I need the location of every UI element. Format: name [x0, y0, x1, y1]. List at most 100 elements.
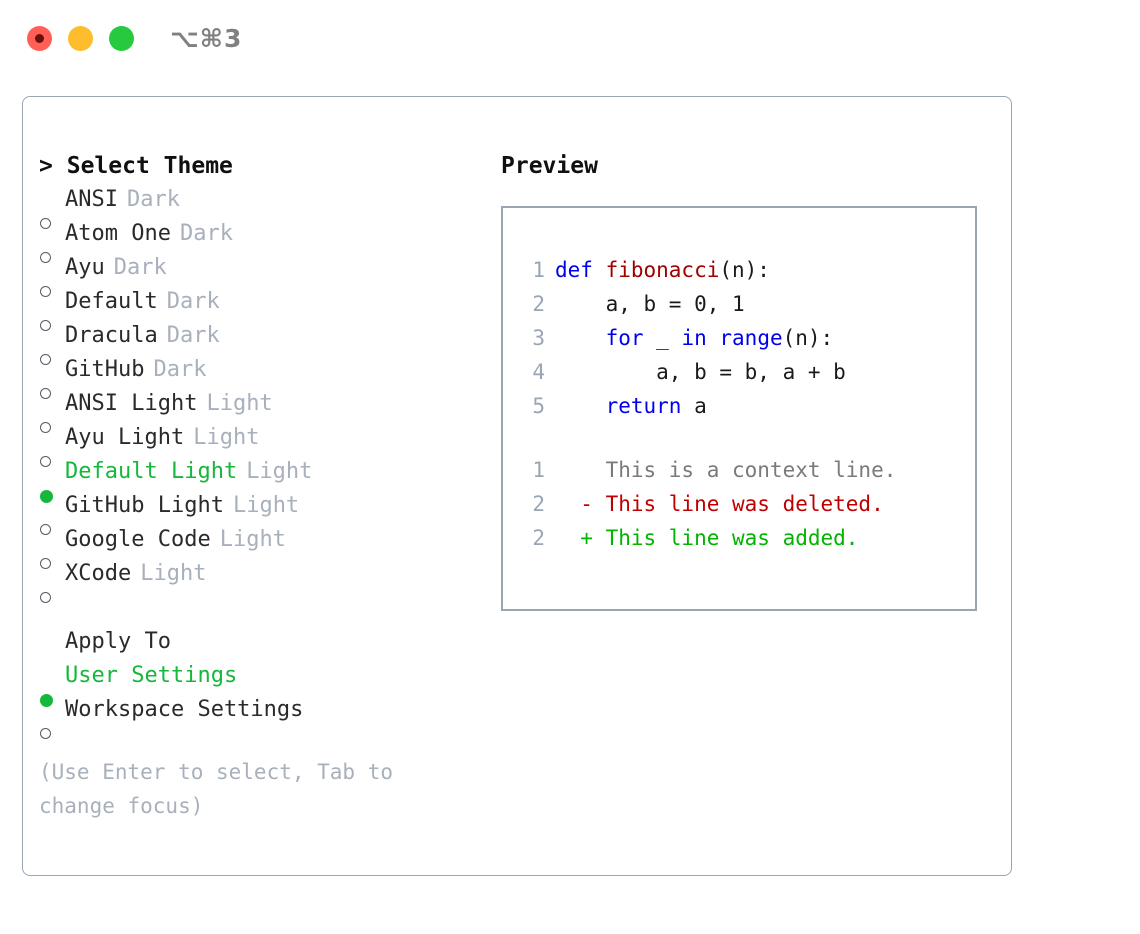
apply-to-list-item[interactable]: Workspace Settings [39, 693, 489, 739]
theme-mode-tag: Light [246, 459, 313, 484]
code-token: a [694, 394, 707, 418]
code-token: (n): [782, 326, 834, 350]
theme-name-label: Ayu Light [65, 425, 185, 450]
theme-name-label: Atom One [65, 221, 171, 246]
code-token: def [555, 258, 606, 282]
code-token [555, 326, 606, 350]
theme-mode-tag: Light [219, 527, 286, 552]
diff-line: 1 This is a context line. [515, 453, 967, 487]
window-title-shortcut: ⌥⌘3 [170, 24, 243, 53]
code-line: 4 a, b = b, a + b [515, 355, 967, 389]
theme-name-label: GitHub Light [65, 493, 224, 518]
select-theme-heading: > Select Theme [39, 149, 489, 183]
theme-list-item[interactable]: GitHub Dark [39, 353, 489, 399]
theme-mode-tag: Dark [113, 255, 167, 280]
radio-glyph [40, 218, 51, 229]
diff-line-number: 2 [532, 492, 545, 516]
apply-to-heading-label: Apply To [65, 629, 171, 654]
theme-mode-tag: Light [140, 561, 207, 586]
radio-glyph [40, 388, 51, 399]
select-theme-heading-label: Select Theme [66, 153, 233, 179]
apply-to-label: Workspace Settings [65, 697, 304, 722]
theme-list-item[interactable]: Dracula Dark [39, 319, 489, 365]
radio-glyph [40, 524, 51, 535]
code-line-number: 5 [532, 394, 545, 418]
list-gap [39, 591, 489, 625]
theme-mode-tag: Light [193, 425, 260, 450]
theme-name-label: Ayu [65, 255, 105, 280]
theme-mode-tag: Dark [166, 323, 220, 348]
theme-list-item[interactable]: Default Light Light [39, 455, 489, 503]
radio-glyph [40, 558, 51, 569]
radio-glyph [40, 422, 51, 433]
code-token: return [605, 394, 695, 418]
theme-name-label: Google Code [65, 527, 211, 552]
code-line-number: 1 [532, 258, 545, 282]
minimize-window-icon[interactable] [68, 26, 93, 51]
close-window-icon[interactable] [27, 26, 52, 51]
preview-heading: Preview [501, 153, 598, 179]
radio-glyph [40, 354, 51, 365]
window-titlebar: ⌥⌘3 [0, 0, 1140, 78]
apply-to-list-item[interactable]: User Settings [39, 659, 489, 707]
code-token: in [681, 326, 720, 350]
radio-glyph [40, 490, 53, 503]
code-token [555, 394, 606, 418]
apply-to-label: User Settings [65, 663, 238, 688]
radio-glyph [40, 320, 51, 331]
diff-line-number: 2 [532, 526, 545, 550]
prompt-caret-icon: > [39, 153, 53, 179]
theme-list-item[interactable]: ANSI Dark [39, 183, 489, 229]
code-line: 5 return a [515, 389, 967, 423]
diff-line: 2 - This line was deleted. [515, 487, 967, 521]
theme-mode-tag: Dark [126, 187, 180, 212]
theme-mode-tag: Dark [153, 357, 207, 382]
code-token: a, b = 0, 1 [555, 292, 745, 316]
theme-name-label: ANSI [65, 187, 118, 212]
code-token: for [605, 326, 657, 350]
theme-list-item[interactable]: Ayu Light Light [39, 421, 489, 467]
keyboard-hint-text: (Use Enter to select, Tab to change focu… [39, 760, 406, 818]
theme-list-item[interactable]: Ayu Dark [39, 251, 489, 297]
diff-line-number: 1 [532, 458, 545, 482]
code-diff-gap [515, 423, 967, 453]
theme-name-label: Default [65, 289, 158, 314]
code-token: range [719, 326, 783, 350]
maximize-window-icon[interactable] [109, 26, 134, 51]
code-line: 3 for _ in range(n): [515, 321, 967, 355]
theme-mode-tag: Light [232, 493, 300, 518]
diff-line-text: - This line was deleted. [555, 492, 884, 516]
diff-block: 1 This is a context line.2 - This line w… [515, 453, 967, 555]
theme-mode-tag: Dark [179, 221, 233, 246]
radio-glyph [40, 728, 51, 739]
code-line-number: 3 [532, 326, 545, 350]
code-token: fibonacci [605, 258, 720, 282]
code-token: _ [656, 326, 682, 350]
code-token: a, b = b, a + b [555, 360, 846, 384]
theme-list-item[interactable]: Google Code Light [39, 523, 489, 569]
theme-list-item[interactable]: Atom One Dark [39, 217, 489, 263]
traffic-light-group [27, 26, 134, 51]
diff-line: 2 + This line was added. [515, 521, 967, 555]
code-token: (n): [719, 258, 770, 282]
radio-glyph [40, 694, 53, 707]
code-line-number: 4 [532, 360, 545, 384]
theme-name-label: GitHub [65, 357, 145, 382]
theme-name-label: Default Light [65, 459, 238, 484]
theme-list-item[interactable]: GitHub Light Light [39, 489, 489, 535]
code-line-text: for _ in range(n): [555, 321, 834, 355]
code-line-text: return a [555, 389, 707, 423]
code-line-text: a, b = 0, 1 [555, 287, 745, 321]
theme-name-label: Dracula [65, 323, 158, 348]
radio-glyph [40, 252, 51, 263]
theme-mode-tag: Light [206, 391, 273, 416]
code-line: 2 a, b = 0, 1 [515, 287, 967, 321]
